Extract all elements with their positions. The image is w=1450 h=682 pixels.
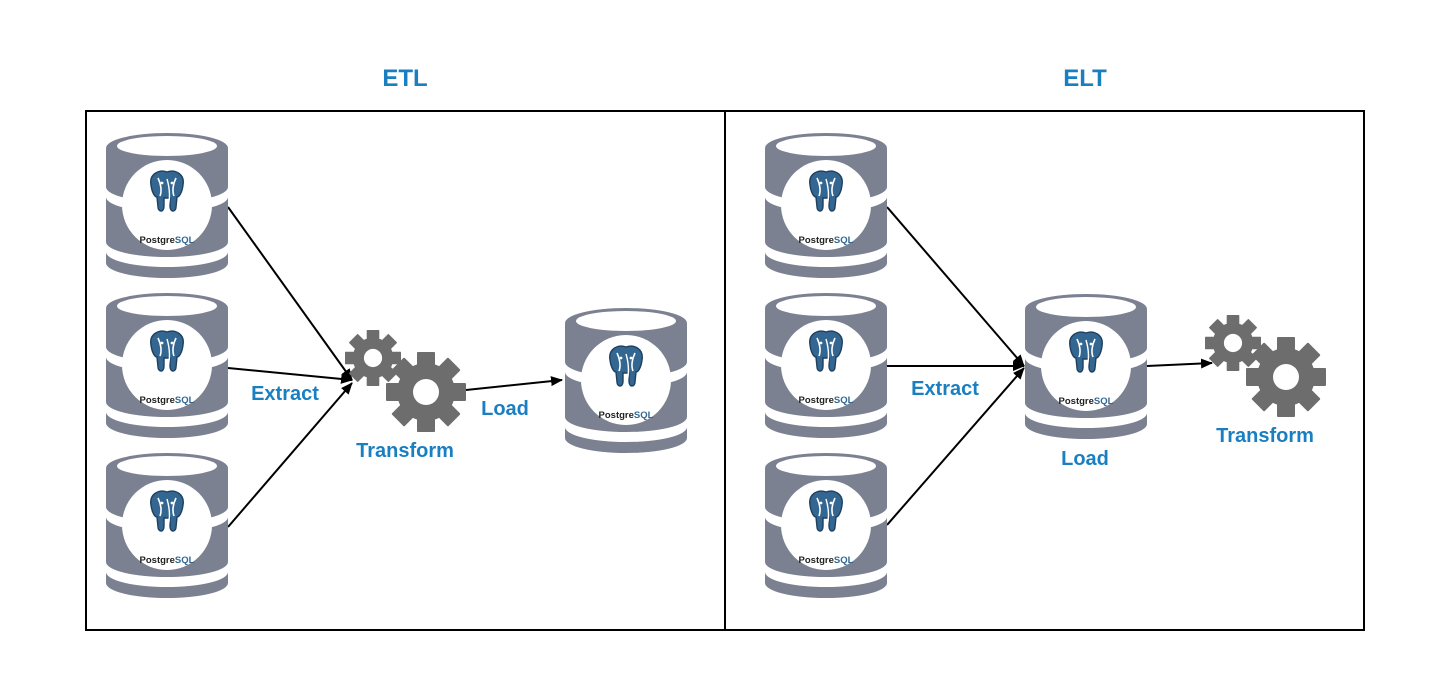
etl-source-db-2-icon: PostgreSQL bbox=[105, 292, 229, 439]
elt-load-db-icon: PostgreSQL bbox=[1024, 293, 1148, 440]
svg-text:PostgreSQL: PostgreSQL bbox=[140, 555, 195, 566]
etl-extract-arrow-3 bbox=[227, 382, 353, 528]
etl-source-db-3-icon: PostgreSQL bbox=[105, 452, 229, 599]
svg-text:PostgreSQL: PostgreSQL bbox=[140, 235, 195, 246]
svg-text:PostgreSQL: PostgreSQL bbox=[799, 235, 854, 246]
etl-section: PostgreSQL PostgreSQL PostgreSQL Postgre… bbox=[105, 132, 688, 599]
etl-extract-label: Extract bbox=[251, 383, 319, 405]
etl-title: ETL bbox=[382, 65, 427, 92]
elt-load-label: Load bbox=[1061, 448, 1109, 470]
svg-text:PostgreSQL: PostgreSQL bbox=[140, 395, 195, 406]
etl-transform-label: Transform bbox=[356, 440, 454, 462]
elt-panel bbox=[724, 110, 1365, 631]
elt-small-gear-icon bbox=[1205, 315, 1261, 371]
elt-large-gear-icon bbox=[1246, 337, 1326, 417]
elt-transform-label: Transform bbox=[1216, 425, 1314, 447]
elt-source-db-2-icon: PostgreSQL bbox=[764, 292, 888, 439]
elt-section: PostgreSQL PostgreSQL PostgreSQL Postgre… bbox=[764, 132, 1326, 599]
etl-load-label: Load bbox=[481, 398, 529, 420]
svg-text:PostgreSQL: PostgreSQL bbox=[599, 410, 654, 421]
svg-text:PostgreSQL: PostgreSQL bbox=[799, 395, 854, 406]
etl-small-gear-icon bbox=[345, 330, 401, 386]
svg-text:PostgreSQL: PostgreSQL bbox=[1059, 396, 1114, 407]
elt-transform-arrow bbox=[1146, 358, 1213, 369]
elt-title: ELT bbox=[1063, 65, 1107, 92]
etl-extract-arrow-2 bbox=[227, 367, 353, 384]
elt-extract-arrow-3 bbox=[886, 367, 1025, 526]
elt-source-db-3-icon: PostgreSQL bbox=[764, 452, 888, 599]
etl-source-db-1-icon: PostgreSQL bbox=[105, 132, 229, 279]
elt-extract-label: Extract bbox=[911, 378, 979, 400]
etl-large-gear-icon bbox=[386, 352, 466, 432]
etl-load-arrow bbox=[465, 376, 563, 391]
elt-extract-arrow-1 bbox=[886, 206, 1025, 367]
elt-source-db-1-icon: PostgreSQL bbox=[764, 132, 888, 279]
etl-extract-arrow-1 bbox=[227, 206, 353, 381]
svg-text:PostgreSQL: PostgreSQL bbox=[799, 555, 854, 566]
etl-target-db-icon: PostgreSQL bbox=[564, 307, 688, 454]
